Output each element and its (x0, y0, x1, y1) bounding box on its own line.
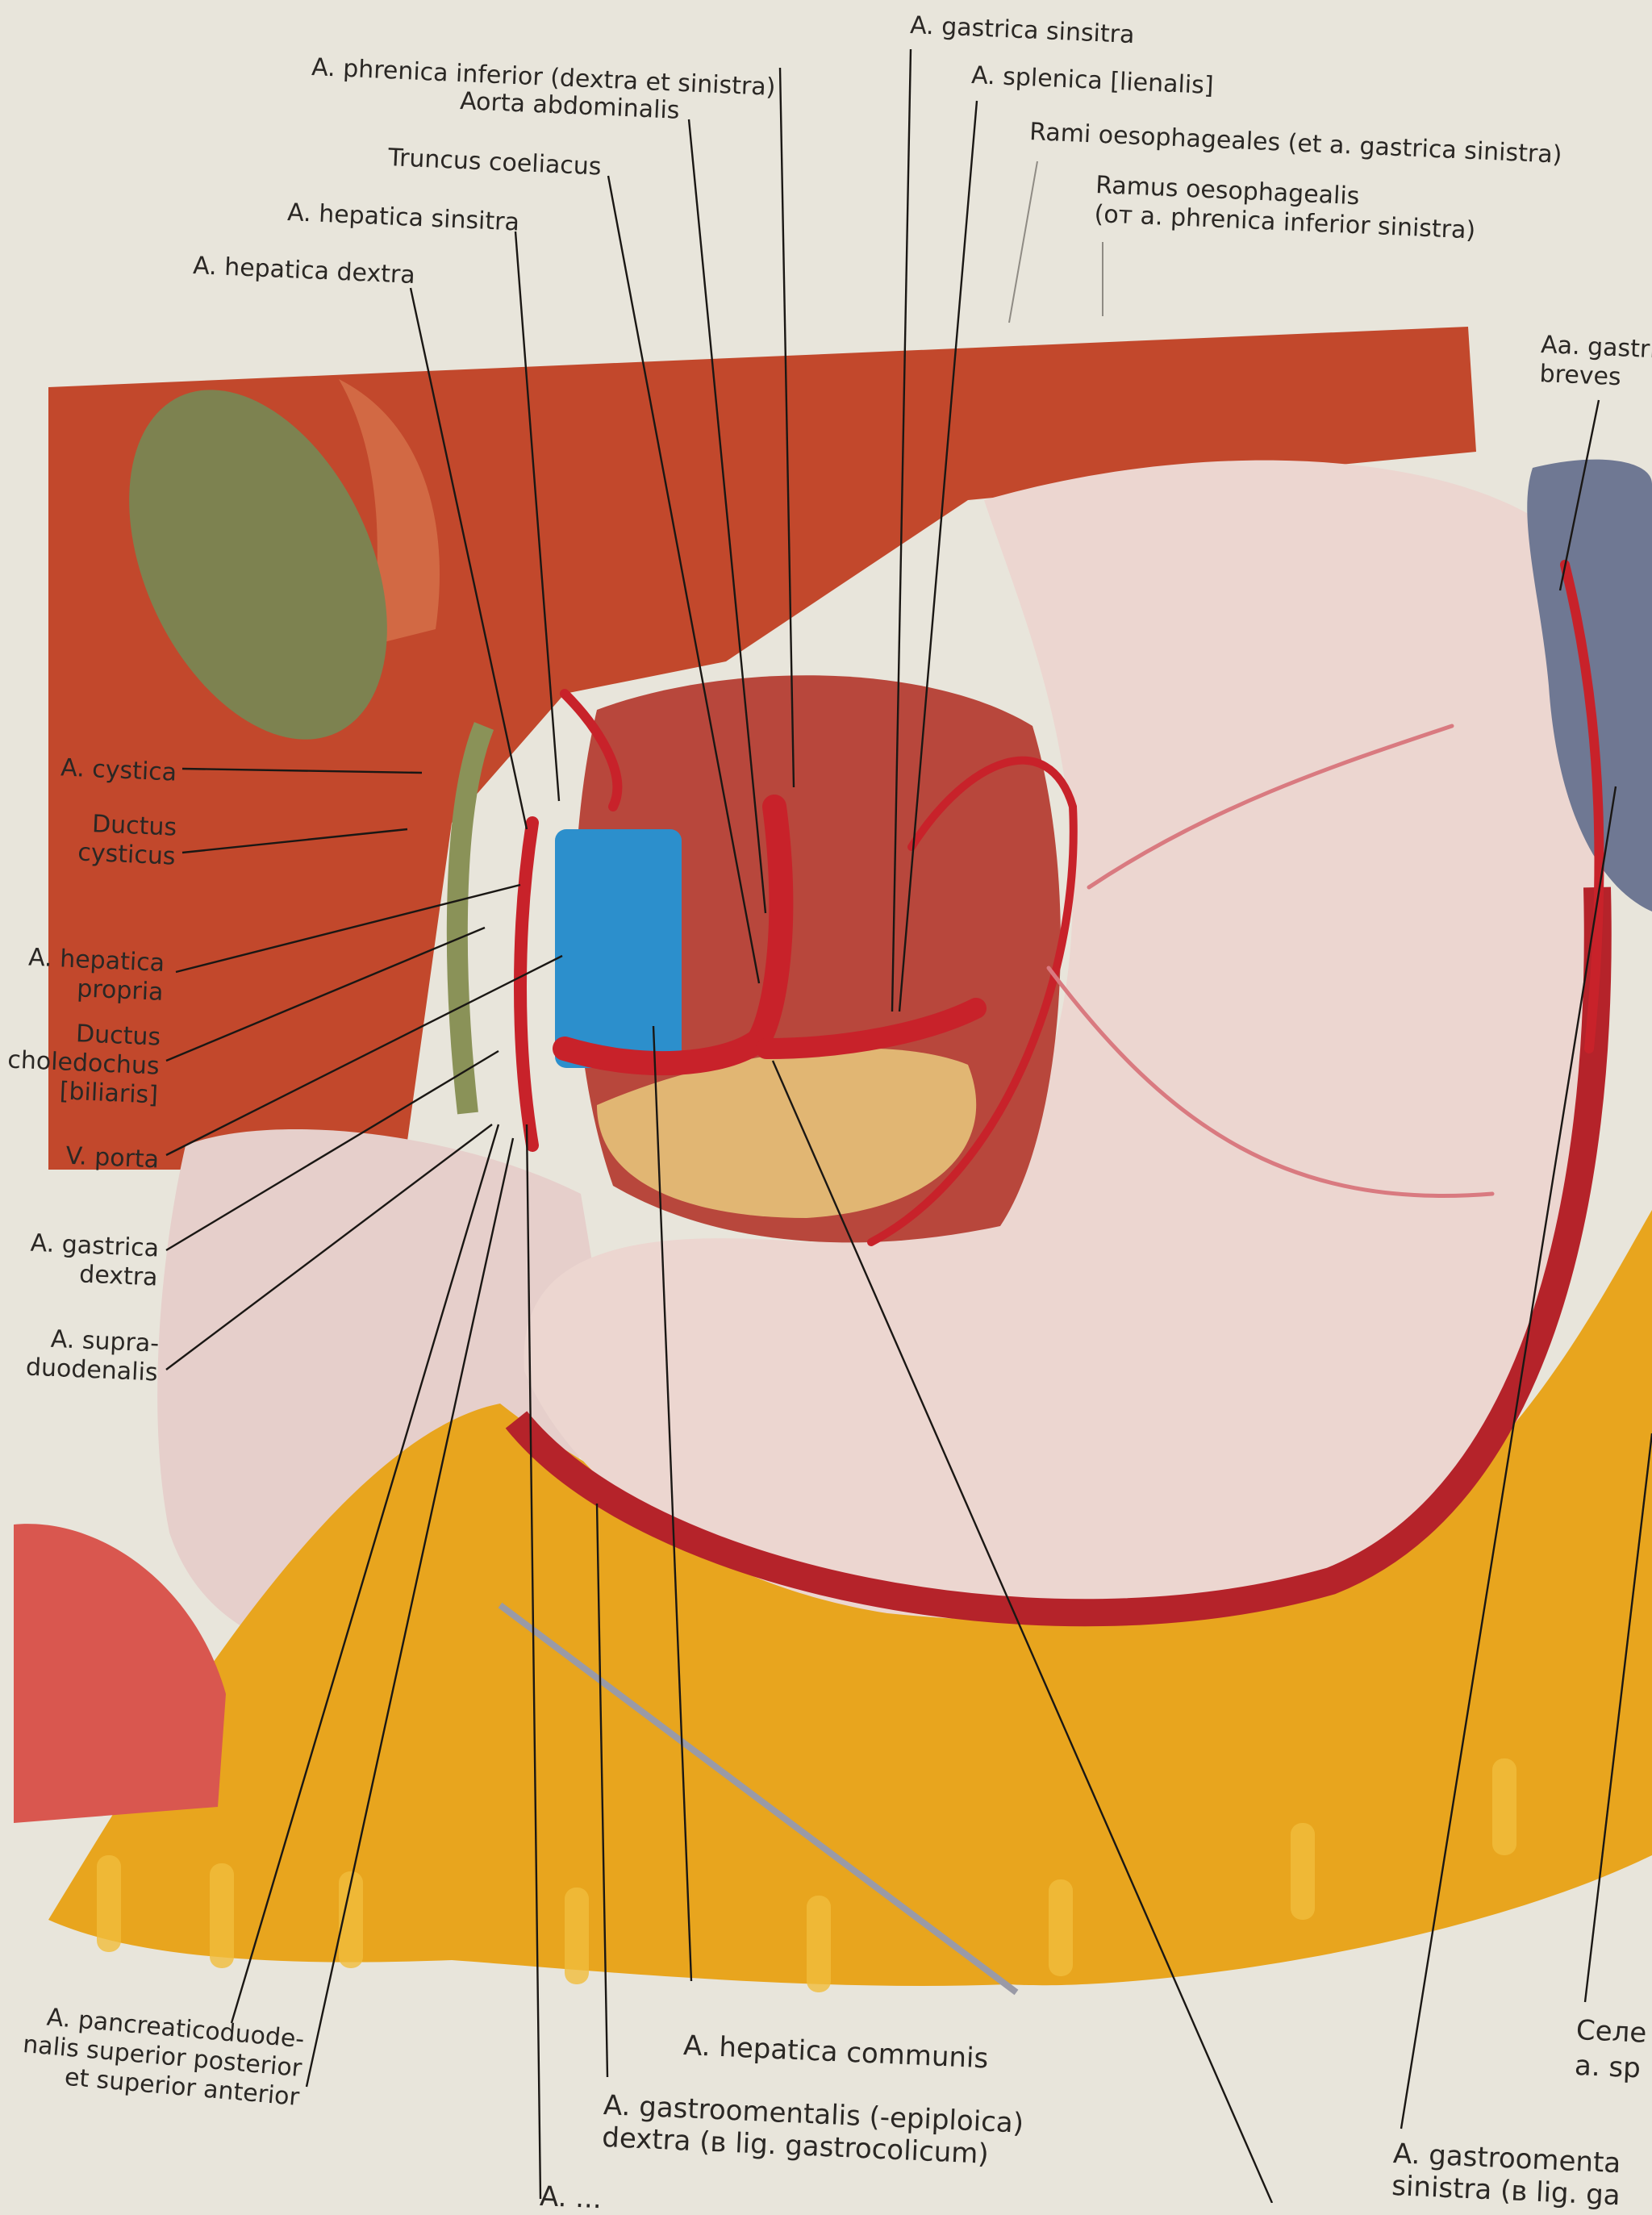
arteries (514, 560, 1604, 1246)
bile-duct (446, 722, 494, 1115)
stomach (524, 460, 1600, 1621)
label-ductus-cysticus: Ductus cysticus (14, 807, 177, 872)
label-ductus-choledochus: Ductus choledochus [biliaris] (0, 1016, 161, 1111)
label-line: breves (1538, 359, 1622, 392)
label-line: Селе (1575, 2013, 1648, 2050)
liver-highlight (339, 379, 440, 645)
label-gastroomentalis-sinistra: A. gastroomenta sinistra (в lig. ga (1391, 2138, 1623, 2212)
label-right-cut: Селе a. sp (1574, 2013, 1647, 2087)
greater-curvature-artery (505, 886, 1612, 1627)
label-cut-bottom: A. ... (539, 2180, 603, 2215)
gallbladder (129, 390, 387, 740)
probe-needle (498, 1602, 1019, 1996)
label-supraduodenalis: A. supra- duodenalis (0, 1323, 160, 1388)
label-hepatica-propria: A. hepatica propria (0, 942, 165, 1007)
omentum-fringe (97, 1758, 1516, 1992)
label-gastrica-dextra: A. gastrica dextra (0, 1228, 160, 1293)
label-breves: Aa. gastrici breves (1539, 331, 1652, 394)
pancreas (597, 1048, 977, 1218)
leader-lines (165, 48, 1652, 2203)
label-line: a. sp (1574, 2049, 1642, 2085)
colon (14, 1524, 226, 1823)
portal-vein (555, 829, 682, 1068)
